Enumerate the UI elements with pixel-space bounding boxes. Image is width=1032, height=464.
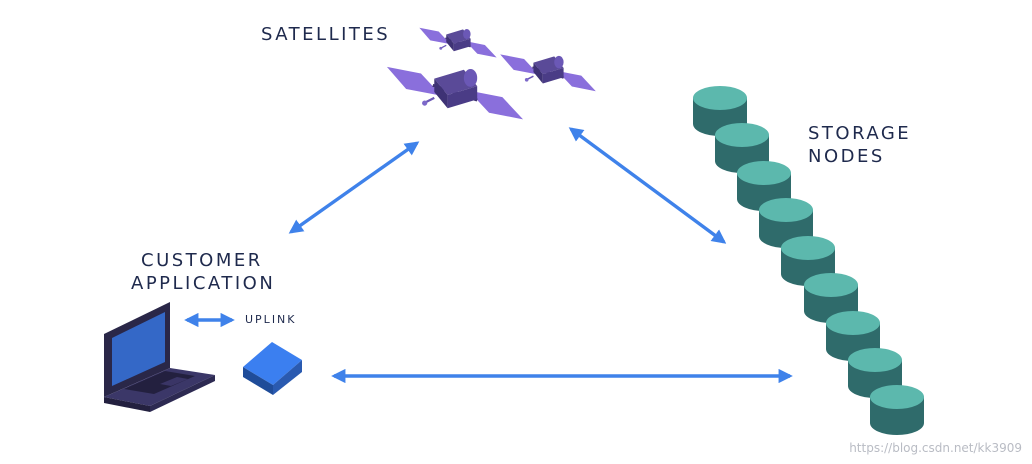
uplink-box-icon (243, 342, 302, 395)
watermark-text: https://blog.csdn.net/kk3909 (849, 441, 1022, 455)
satellite-icon (499, 53, 597, 93)
customer-application-label: CUSTOMER APPLICATION (131, 249, 275, 295)
satellite-icon (418, 26, 498, 59)
storage-node-icon (870, 385, 924, 435)
customer-label-line-2: APPLICATION (131, 273, 276, 294)
laptop-icon (104, 302, 215, 412)
customer-label-line-1: CUSTOMER (141, 250, 263, 271)
uplink-label: UPLINK (245, 313, 297, 326)
storage-label-line-2: NODES (808, 146, 885, 167)
satellite-icon (385, 65, 525, 121)
storage-label-line-1: STORAGE (808, 123, 912, 144)
satellites-label: SATELLITES (261, 24, 391, 45)
arrow-satellites-customer (288, 141, 420, 234)
arrow-satellites-storage (568, 127, 727, 244)
storage-nodes-label: STORAGE NODES (808, 122, 911, 168)
